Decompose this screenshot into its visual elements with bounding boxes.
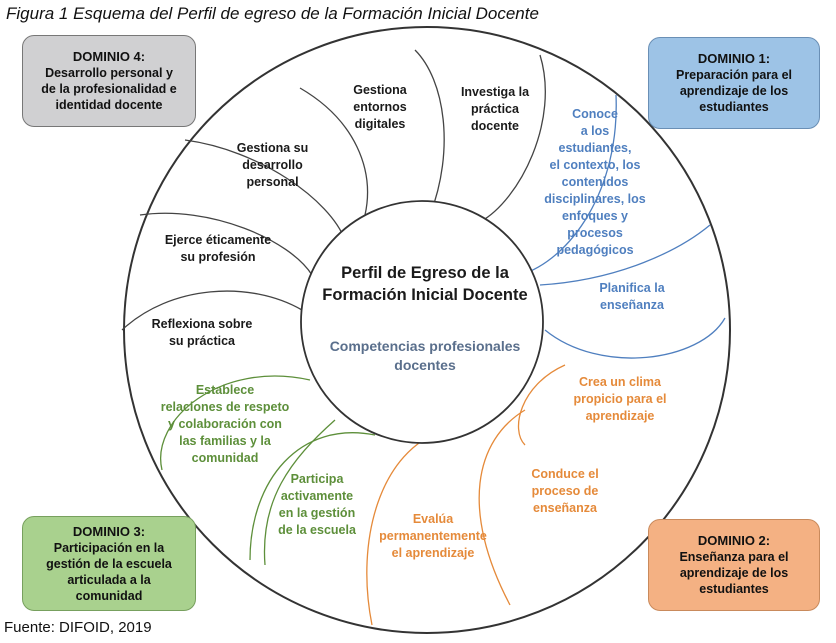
center-title-line: Perfil de Egreso de la	[341, 264, 509, 282]
label-line: propicio para el	[573, 392, 667, 406]
label-line: docente	[471, 119, 519, 133]
domain-3-box: DOMINIO 3: Participación en la gestión d…	[22, 516, 196, 611]
petal-arc-blue	[519, 94, 617, 276]
label-line: comunidad	[191, 451, 259, 465]
label-line: Conduce el	[531, 467, 599, 481]
petal-arc-orange	[478, 409, 526, 606]
label-line: disciplinares, los	[544, 192, 646, 206]
petal-arc	[121, 290, 303, 331]
center-subtitle-line: Competencias profesionales	[329, 338, 521, 354]
competency-reflexiona: Reflexiona sobre su práctica	[138, 316, 266, 350]
label-line: digitales	[354, 117, 406, 131]
petal-arc	[184, 139, 346, 241]
label-line: desarrollo	[242, 158, 303, 172]
petal-arc	[299, 87, 369, 216]
label-line: Gestiona su	[236, 141, 309, 155]
label-line: de la escuela	[278, 523, 356, 537]
domain-line: comunidad	[75, 588, 143, 603]
domain-line: articulada a la	[67, 572, 151, 587]
domain-4-box: DOMINIO 4: Desarrollo personal y de la p…	[22, 35, 196, 127]
domain-line: gestión de la escuela	[46, 556, 172, 571]
competency-conduce: Conduce el proceso de enseñanza	[510, 466, 620, 517]
domain-line: Preparación para el	[675, 68, 793, 82]
competency-evalua: Evalúa permanentemente el aprendizaje	[368, 511, 498, 562]
label-line: el contexto, los	[549, 158, 641, 172]
label-line: en la gestión	[278, 506, 356, 520]
label-line: Crea un clima	[579, 375, 661, 389]
label-line: permanentemente	[379, 529, 487, 543]
competency-desarrollo: Gestiona su desarrollo personal	[220, 140, 325, 191]
competency-conoce: Conoce a los estudiantes, el contexto, l…	[530, 106, 660, 259]
competency-clima: Crea un clima propicio para el aprendiza…	[560, 374, 680, 425]
competency-relaciones: Establece relaciones de respeto y colabo…	[150, 382, 300, 467]
competency-eticamente: Ejerce éticamente su profesión	[148, 232, 288, 266]
label-line: y colaboración con	[168, 417, 282, 431]
label-line: Ejerce éticamente	[164, 233, 272, 247]
center-title-line: Formación Inicial Docente	[322, 286, 528, 304]
domain-2-box: DOMINIO 2: Enseñanza para el aprendizaje…	[648, 519, 820, 611]
label-line: Conoce	[572, 107, 618, 121]
label-line: enseñanza	[533, 501, 597, 515]
domain-title: DOMINIO 2:	[697, 533, 771, 548]
center-subtitle-line: docentes	[394, 357, 456, 373]
label-line: Establece	[195, 383, 255, 397]
label-line: Planifica la	[599, 281, 665, 295]
domain-line: aprendizaje de los	[679, 84, 789, 98]
domain-1-box: DOMINIO 1: Preparación para el aprendiza…	[648, 37, 820, 129]
domain-title: DOMINIO 3:	[72, 523, 146, 539]
inner-circle	[300, 200, 544, 444]
petal-arc-blue	[539, 224, 711, 286]
label-line: Evalúa	[412, 512, 454, 526]
domain-line: de la profesionalidad e	[41, 82, 177, 96]
label-line: personal	[246, 175, 299, 189]
domain-title: DOMINIO 1:	[697, 51, 771, 66]
competency-participa: Participa activamente en la gestión de l…	[262, 471, 372, 539]
center-title: Perfil de Egreso de la Formación Inicial…	[305, 262, 545, 306]
petal-arc-green	[160, 375, 311, 471]
label-line: contenidos	[561, 175, 629, 189]
source-note: Fuente: DIFOID, 2019	[4, 619, 152, 636]
label-line: estudiantes,	[558, 141, 632, 155]
center-subtitle: Competencias profesionales docentes	[305, 337, 545, 375]
label-line: proceso de	[531, 484, 599, 498]
label-line: relaciones de respeto	[160, 400, 290, 414]
competency-planifica: Planifica la enseñanza	[582, 280, 682, 314]
label-line: a los	[580, 124, 610, 138]
label-line: el aprendizaje	[391, 546, 475, 560]
label-line: pedagógicos	[556, 243, 634, 257]
label-line: su práctica	[168, 334, 235, 348]
label-line: práctica	[471, 102, 519, 116]
label-line: Gestiona	[353, 83, 407, 97]
competency-digitales: Gestiona entornos digitales	[330, 82, 430, 133]
petal-arc-green	[263, 419, 336, 566]
label-line: activamente	[280, 489, 354, 503]
label-line: Reflexiona sobre	[151, 317, 253, 331]
petal-arc-blue	[544, 317, 726, 359]
domain-line: estudiantes	[699, 100, 769, 114]
label-line: enfoques y	[562, 209, 628, 223]
domain-line: Participación en la	[53, 540, 165, 555]
domain-line: Enseñanza para el	[679, 550, 789, 564]
petal-arc	[479, 54, 546, 223]
petal-arc	[414, 49, 445, 216]
petal-arc	[139, 212, 313, 276]
domain-line: estudiantes	[699, 582, 769, 596]
label-line: aprendizaje	[585, 409, 655, 423]
label-line: Participa	[290, 472, 344, 486]
domain-line: identidad docente	[55, 98, 163, 112]
label-line: entornos	[353, 100, 407, 114]
figure-caption: Figura 1 Esquema del Perfil de egreso de…	[6, 4, 539, 23]
label-line: su profesión	[180, 250, 256, 264]
label-line: las familias y la	[179, 434, 271, 448]
petal-arc-orange	[517, 364, 566, 446]
label-line: Investiga la	[460, 85, 530, 99]
domain-title: DOMINIO 4:	[72, 49, 146, 64]
label-line: enseñanza	[600, 298, 664, 312]
domain-line: aprendizaje de los	[679, 566, 789, 580]
petal-arc-green	[249, 432, 376, 561]
competency-investiga: Investiga la práctica docente	[440, 84, 550, 135]
domain-line: Desarrollo personal y	[45, 66, 173, 80]
label-line: procesos	[567, 226, 623, 240]
